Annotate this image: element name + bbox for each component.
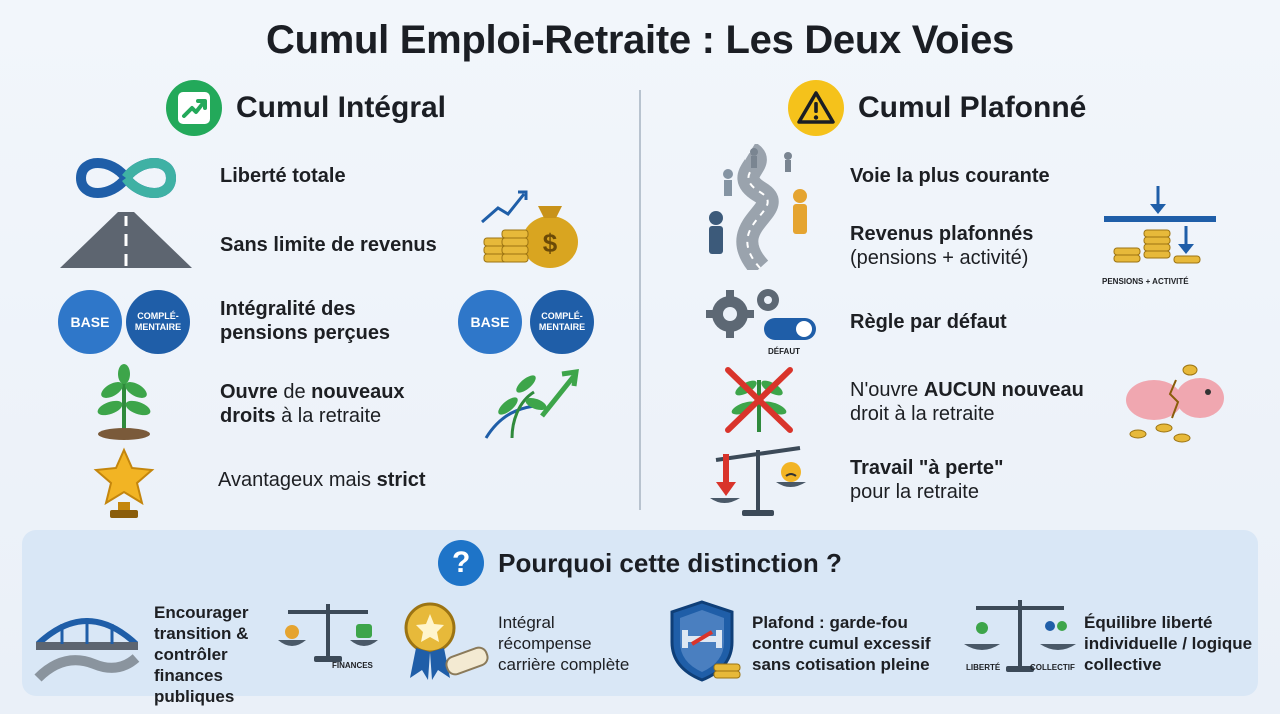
trend-up-icon (166, 80, 222, 136)
left-item-ouvre-droits: Ouvre de nouveaux droits à la retraite (220, 381, 405, 427)
complementaire-pension-badge-right: COMPLÉ-MENTAIRE (530, 290, 594, 354)
right-item-revenus-plafonnes: Revenus plafonnés (pensions + activité) (850, 223, 1034, 269)
left-item-liberte: Liberté totale (220, 165, 346, 187)
why-distinction-panel (22, 530, 1258, 696)
pensions-activite-label: PENSIONS + ACTIVITÉ (1102, 277, 1189, 286)
reason-transition: Encourager transition & contrôler financ… (154, 603, 249, 706)
why-heading-text: Pourquoi cette distinction ? (498, 547, 842, 578)
default-setting-gears-icon: DÉFAUT (706, 289, 816, 356)
bridge-icon (34, 618, 140, 682)
unbalanced-scale-icon (710, 446, 806, 516)
right-item-aucun-droit: N'ouvre AUCUN nouveau droit à la retrait… (850, 379, 1084, 425)
reason-equilibre: Équilibre liberté individuelle / logique… (1084, 613, 1253, 674)
svg-text:$: $ (543, 228, 558, 258)
star-trophy-icon (93, 447, 155, 518)
base-pension-badge: BASE (58, 290, 122, 354)
left-item-avantageux: Avantageux mais strict (218, 469, 426, 491)
complementaire-pension-badge: COMPLÉ-MENTAIRE (126, 290, 190, 354)
balance-scale-people-icon: LIBERTÉ COLLECTIF (964, 600, 1076, 672)
money-bag-coins-icon: $ (481, 190, 578, 268)
left-item-sans-limite: Sans limite de revenus (220, 234, 437, 256)
infinity-road-icon (60, 158, 192, 268)
broken-piggy-bank-icon (1126, 364, 1224, 443)
growth-sprout-icon (484, 369, 579, 439)
page-title: Cumul Emploi-Retraite : Les Deux Voies (265, 18, 1014, 62)
why-heading: ? Pourquoi cette distinction ? (0, 540, 1280, 586)
income-cap-icon: PENSIONS + ACTIVITÉ (1102, 186, 1216, 286)
collectif-label: COLLECTIF (1030, 663, 1075, 672)
finances-label: FINANCES (332, 661, 374, 670)
right-heading-text: Cumul Plafonné (858, 91, 1087, 124)
left-item-integralite: Intégralité des pensions perçues (220, 298, 391, 344)
column-divider (639, 90, 641, 510)
right-item-courante: Voie la plus courante (850, 165, 1050, 187)
right-column-heading: Cumul Plafonné (788, 80, 1086, 136)
left-heading-text: Cumul Intégral (236, 91, 447, 124)
seedling-icon (97, 364, 151, 440)
winding-path-people-icon (709, 144, 807, 270)
base-pension-badge-right: BASE (458, 290, 522, 354)
finances-scale-icon: FINANCES (278, 604, 378, 670)
warning-icon (788, 80, 844, 136)
left-column-heading: Cumul Intégral (166, 80, 446, 136)
question-icon: ? (438, 540, 485, 586)
defaut-label: DÉFAUT (768, 347, 800, 356)
reason-integral: Intégral récompense carrière complète (498, 613, 630, 674)
no-new-rights-icon (725, 367, 793, 433)
shield-guard-icon (670, 600, 741, 682)
medal-diploma-icon (404, 602, 489, 680)
right-item-regle-defaut: Règle par défaut (850, 311, 1007, 333)
liberte-label: LIBERTÉ (966, 663, 1001, 672)
right-item-travail-perte: Travail "à perte" pour la retraite (850, 457, 1004, 503)
reason-plafond: Plafond : garde-fou contre cumul excessi… (752, 613, 931, 674)
